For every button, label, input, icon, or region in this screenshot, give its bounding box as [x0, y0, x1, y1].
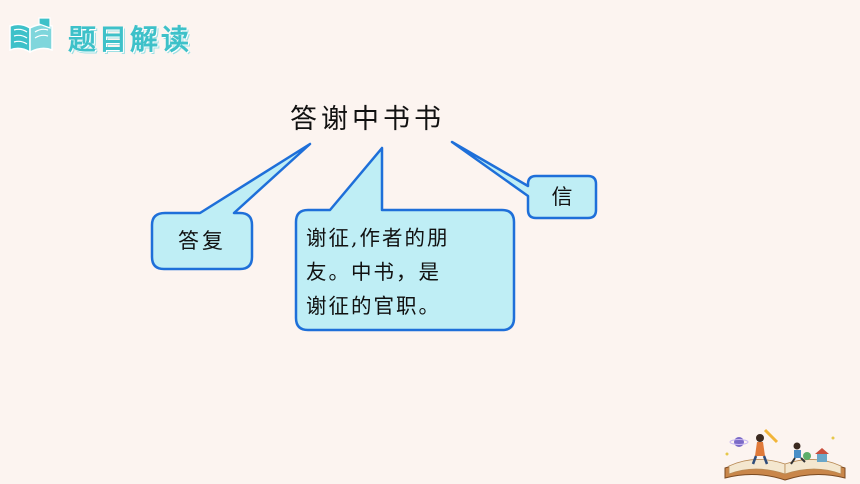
callout-reply-text: 答复 [178, 229, 226, 253]
callout-note-text: 谢征,作者的朋 友。中书，是 谢征的官职。 [306, 226, 450, 318]
callout-note-shape [294, 146, 516, 332]
section-title: 题目解读 [68, 23, 193, 56]
callout-reply-shape [150, 142, 312, 271]
callout-letter-text: 信 [551, 185, 573, 209]
reading-on-book-illustration [724, 428, 846, 481]
callout-letter-shape [450, 140, 598, 220]
open-book-icon [9, 17, 53, 54]
main-title: 答谢中书书 [290, 104, 445, 135]
